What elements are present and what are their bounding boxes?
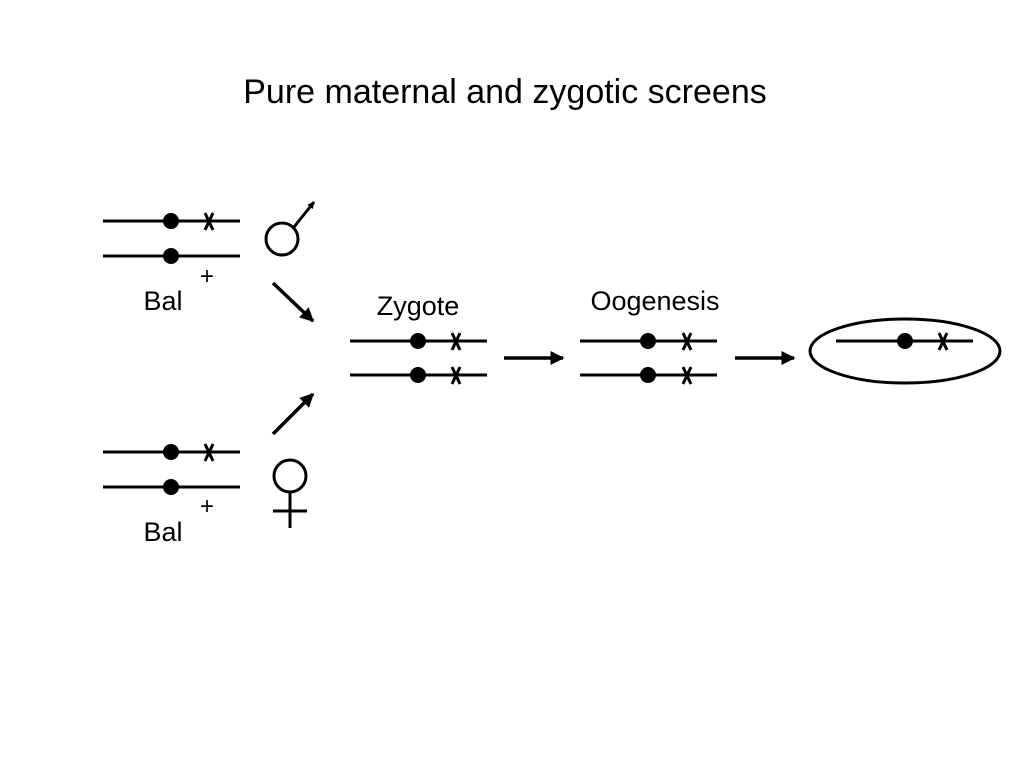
- wildtype-label: +: [200, 263, 214, 290]
- centromere: [897, 333, 913, 349]
- chromosome-mutant: [350, 332, 487, 351]
- mutation-marker: [450, 366, 462, 385]
- centromere: [640, 367, 656, 383]
- arrow-male-to-zygote: [271, 281, 315, 323]
- mutation-marker: [450, 332, 462, 351]
- chromosome-mutant: [580, 332, 717, 351]
- egg: [808, 317, 1002, 385]
- mutation-marker: [203, 212, 215, 231]
- centromere: [163, 248, 179, 264]
- centromere: [163, 479, 179, 495]
- mutation-marker: [203, 443, 215, 462]
- zygote-genotype: [350, 332, 487, 385]
- mutation-marker: [681, 332, 693, 351]
- chromosome-balancer: [103, 479, 240, 495]
- oogenesis-label: Oogenesis: [590, 286, 719, 316]
- chromosome-balancer: [103, 248, 240, 264]
- centromere: [640, 333, 656, 349]
- balancer-label: Bal: [143, 286, 182, 316]
- wildtype-label: +: [200, 493, 214, 520]
- oogenesis-genotype: [580, 332, 717, 385]
- balancer-label: Bal: [143, 517, 182, 547]
- arrow-female-to-zygote: [271, 392, 315, 436]
- chromosome-mutant: [580, 366, 717, 385]
- mutation-marker: [681, 366, 693, 385]
- centromere: [163, 213, 179, 229]
- mutation-marker: [937, 332, 949, 351]
- female-parent-genotype: + Bal: [103, 443, 240, 547]
- chromosome-mutant: [836, 332, 973, 351]
- centromere: [163, 444, 179, 460]
- male-symbol-icon: [264, 201, 316, 257]
- centromere: [410, 367, 426, 383]
- centromere: [410, 333, 426, 349]
- chromosome-mutant: [103, 212, 240, 231]
- slide-title: Pure maternal and zygotic screens: [243, 73, 766, 111]
- male-parent-genotype: + Bal: [103, 212, 240, 316]
- chromosome-mutant: [350, 366, 487, 385]
- zygote-label: Zygote: [377, 291, 460, 321]
- chromosome-mutant: [103, 443, 240, 462]
- egg-outline: [808, 317, 1002, 385]
- female-symbol-icon: [272, 458, 308, 528]
